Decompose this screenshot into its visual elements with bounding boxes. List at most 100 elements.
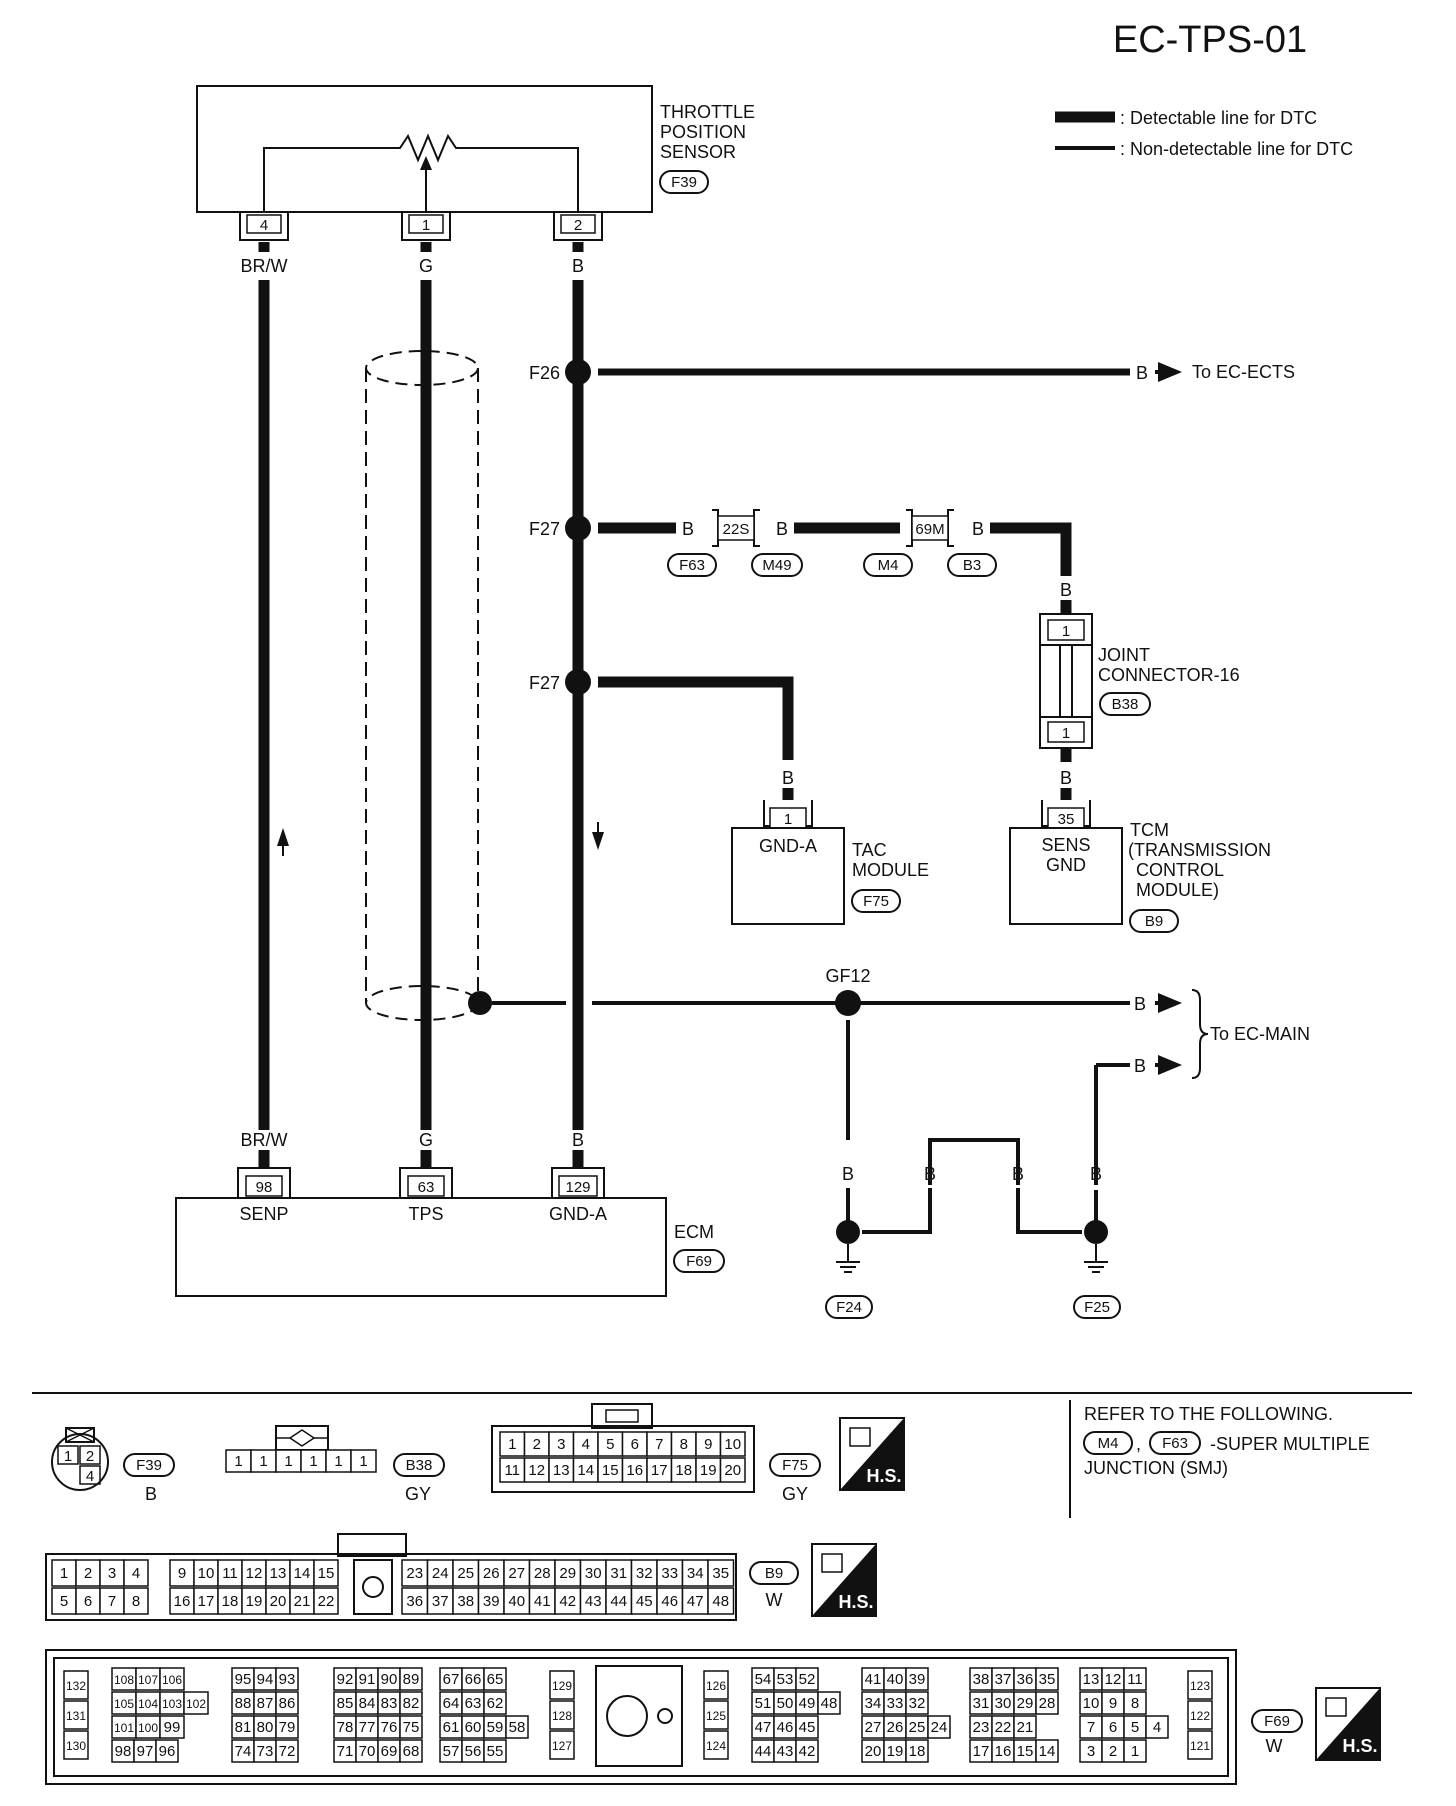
f75-pin-9: 9 [695, 1431, 722, 1457]
tps-label-3: SENSOR [660, 142, 736, 162]
tac-code: F75 [863, 893, 889, 910]
svg-text:41: 41 [865, 1671, 882, 1688]
svg-text:34: 34 [865, 1695, 882, 1712]
svg-text:2: 2 [86, 1448, 94, 1465]
f69-pin-89: 89 [399, 1667, 423, 1691]
f69-pin-57: 57 [439, 1739, 463, 1763]
f69-pin-61: 61 [439, 1715, 463, 1739]
svg-text:98: 98 [256, 1179, 273, 1196]
wire-label-joint-top: B [1060, 580, 1072, 600]
svg-text:25: 25 [457, 1565, 474, 1582]
junction-f27-lower [565, 669, 591, 695]
arrow-right-icon [1158, 993, 1182, 1013]
svg-text:89: 89 [403, 1671, 420, 1688]
svg-text:13: 13 [553, 1462, 570, 1479]
svg-text:1: 1 [334, 1453, 342, 1470]
svg-text:66: 66 [465, 1671, 482, 1688]
svg-text:5: 5 [606, 1436, 614, 1453]
c1-code-badge-f63 [667, 553, 717, 577]
f75-pin-7: 7 [646, 1431, 673, 1457]
f69-pin-52: 52 [795, 1667, 819, 1691]
f69-pin-10: 10 [1079, 1691, 1103, 1715]
svg-text:91: 91 [359, 1671, 376, 1688]
b9-pin-27: 27 [503, 1559, 531, 1587]
b9-pin-29: 29 [554, 1559, 582, 1587]
tac-module: 1 GND-A [731, 800, 845, 925]
arrow-right-icon [1158, 362, 1182, 382]
f69-pin-38: 38 [969, 1667, 993, 1691]
svg-text:12: 12 [528, 1462, 545, 1479]
f69-pin-20: 20 [861, 1739, 885, 1763]
svg-text:108: 108 [114, 1673, 134, 1687]
svg-text:22S: 22S [723, 521, 750, 538]
f75-pin-6: 6 [621, 1431, 648, 1457]
f69-view-badge [1251, 1709, 1303, 1733]
tac-label-1: TAC [852, 840, 887, 860]
svg-text:16: 16 [995, 1743, 1012, 1760]
b38-view-code: B38 [406, 1457, 433, 1474]
svg-text:35: 35 [1039, 1671, 1056, 1688]
svg-text:6: 6 [84, 1593, 92, 1610]
f69-pin-28: 28 [1035, 1691, 1059, 1715]
f75-pin-12: 12 [523, 1457, 550, 1483]
svg-text:11: 11 [504, 1462, 520, 1479]
wire-c2-to-joint [990, 522, 1072, 576]
svg-text:H.S.: H.S. [838, 1592, 873, 1612]
f69-pin-30: 30 [991, 1691, 1015, 1715]
svg-text:59: 59 [487, 1719, 504, 1736]
tps-pin-4: 4 [239, 213, 289, 241]
svg-text:29: 29 [1017, 1695, 1034, 1712]
f69-pin-14: 14 [1035, 1739, 1059, 1763]
svg-text:28: 28 [1039, 1695, 1056, 1712]
b9-pin-35: 35 [707, 1559, 735, 1587]
svg-text:29: 29 [559, 1565, 576, 1582]
svg-text:10: 10 [1083, 1695, 1100, 1712]
svg-text:100: 100 [138, 1721, 158, 1735]
f75-pin-11: 11 [499, 1457, 526, 1483]
b9-pin-47: 47 [681, 1587, 709, 1615]
f69-pin-81: 81 [231, 1715, 255, 1739]
f69-pin-101: 101 [111, 1715, 137, 1739]
svg-text:86: 86 [279, 1695, 296, 1712]
f69-pin-23: 23 [969, 1715, 993, 1739]
c2-code-badge-b3 [947, 553, 997, 577]
refer-code-badge-f63 [1149, 1431, 1201, 1455]
f69-pin-43: 43 [773, 1739, 797, 1763]
svg-text:129: 129 [552, 1679, 572, 1693]
svg-text:85: 85 [337, 1695, 354, 1712]
svg-text:104: 104 [138, 1697, 158, 1711]
wire-label-c1-left: B [682, 519, 694, 539]
b9-pin-3: 3 [99, 1559, 125, 1587]
svg-text:48: 48 [821, 1695, 838, 1712]
f69-pin-91: 91 [355, 1667, 379, 1691]
connector-view-f75 [491, 1403, 755, 1493]
svg-text:17: 17 [973, 1743, 990, 1760]
f69-pin-31: 31 [969, 1691, 993, 1715]
f75-pin-2: 2 [523, 1431, 550, 1457]
svg-text:46: 46 [777, 1719, 794, 1736]
b38-view-badge [393, 1453, 445, 1477]
f69-pin-59: 59 [483, 1715, 507, 1739]
svg-text:107: 107 [138, 1673, 158, 1687]
b9-pin-7: 7 [99, 1587, 125, 1615]
svg-text:19: 19 [887, 1743, 904, 1760]
svg-text:55: 55 [487, 1743, 504, 1760]
svg-text:2: 2 [574, 217, 582, 234]
svg-text:22: 22 [318, 1593, 335, 1610]
b9-pin-40: 40 [503, 1587, 531, 1615]
f69-pin-22: 22 [991, 1715, 1015, 1739]
svg-text:4: 4 [132, 1565, 140, 1582]
f69-pin-58: 58 [505, 1715, 529, 1739]
tcm-pin-label-2: GND [1046, 855, 1086, 875]
f39-view-color: B [145, 1484, 157, 1504]
svg-text:61: 61 [443, 1719, 460, 1736]
f69-pin-96: 96 [155, 1739, 179, 1763]
b9-pin-11: 11 [217, 1559, 243, 1587]
junction-f27-upper [565, 515, 591, 541]
f69-pin-87: 87 [253, 1691, 277, 1715]
joint-code-badge [1099, 692, 1151, 716]
wire-f27-to-tac [598, 676, 794, 760]
svg-text:132: 132 [66, 1679, 86, 1693]
svg-text:2: 2 [84, 1565, 92, 1582]
b9-pin-31: 31 [605, 1559, 633, 1587]
